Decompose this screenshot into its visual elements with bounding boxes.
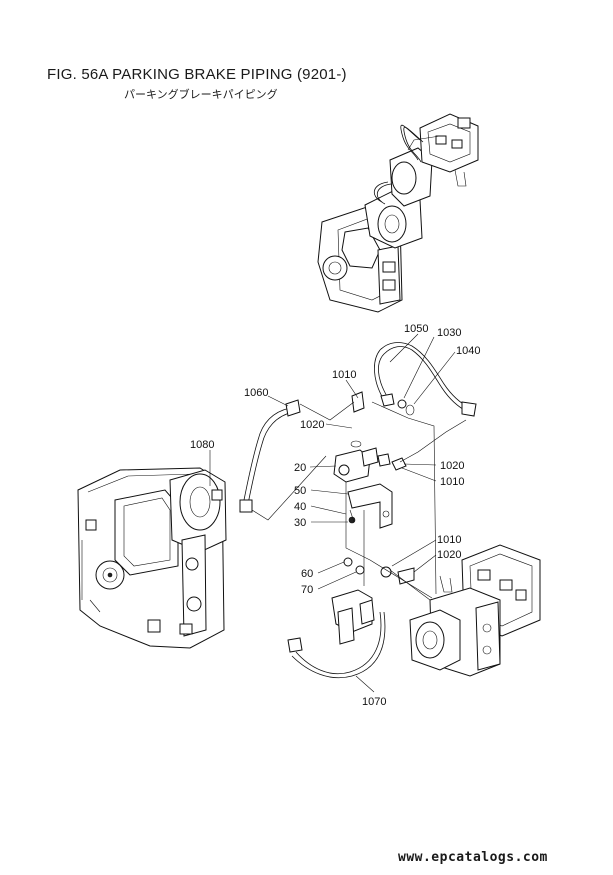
callout-50: 50	[294, 485, 306, 497]
callout-1010-mid: 1010	[440, 476, 464, 488]
watermark: www.epcatalogs.com	[398, 850, 548, 865]
bracket-50-drawing	[347, 483, 393, 529]
callout-70: 70	[301, 584, 313, 596]
callout-1030: 1030	[437, 327, 461, 339]
callout-1010-top: 1010	[332, 369, 356, 381]
callout-1020-mid: 1020	[440, 460, 464, 472]
hose-1060-drawing	[239, 391, 365, 513]
callout-20: 20	[294, 462, 306, 474]
valve-20-drawing	[333, 440, 407, 483]
figure-subtitle: パーキングブレーキパイピング	[124, 88, 278, 101]
callout-1010-bottom: 1010	[437, 534, 461, 546]
callout-30: 30	[294, 517, 306, 529]
callout-40: 40	[294, 501, 306, 513]
hose-1070-drawing	[287, 557, 415, 679]
callout-1070: 1070	[362, 696, 386, 708]
connection-lines	[251, 401, 467, 601]
hose-1050-drawing	[374, 342, 477, 417]
leader-lines	[209, 333, 456, 693]
overview-assembly-drawing	[317, 113, 479, 313]
transmission-1080-drawing	[77, 467, 227, 649]
callout-1020-top: 1020	[300, 419, 324, 431]
callout-60: 60	[301, 568, 313, 580]
callout-1080: 1080	[190, 439, 214, 451]
callout-1050: 1050	[404, 323, 428, 335]
pump-assembly-drawing	[409, 544, 541, 677]
callout-1060: 1060	[244, 387, 268, 399]
callout-1020-bottom: 1020	[437, 549, 461, 561]
figure-title: FIG. 56A PARKING BRAKE PIPING (9201-)	[47, 66, 347, 83]
callout-1040: 1040	[456, 345, 480, 357]
callout-labels: 1050 1030 1040 1010 1060 1020 1080 20 10…	[190, 323, 480, 708]
